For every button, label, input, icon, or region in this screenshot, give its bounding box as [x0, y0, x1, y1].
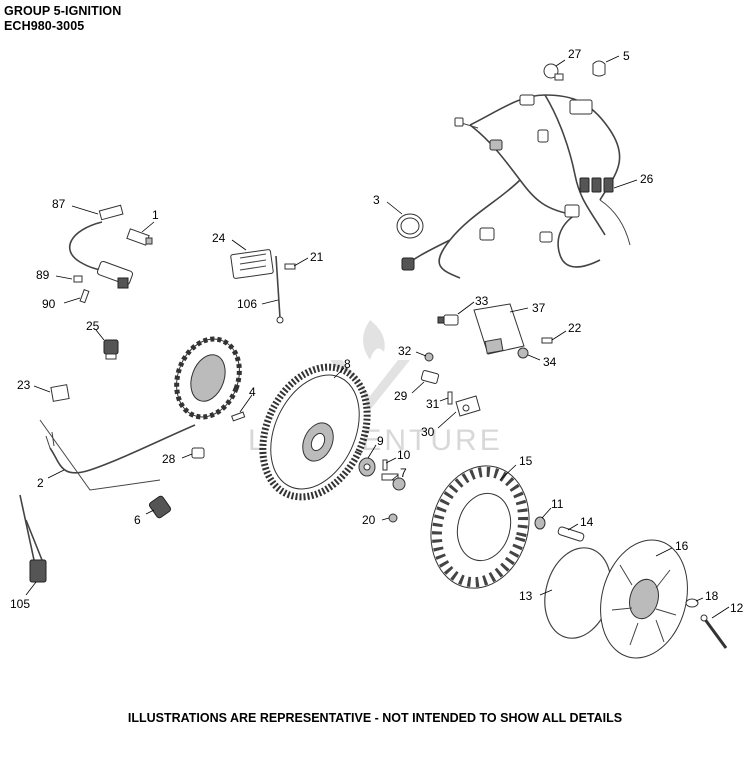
callout-34[interactable]: 34 — [543, 355, 557, 369]
callout-37[interactable]: 37 — [532, 301, 546, 315]
part-rectifier-regulator[interactable] — [230, 249, 274, 279]
part-spacer-11[interactable] — [534, 516, 546, 530]
part-cooling-fan[interactable] — [418, 455, 543, 600]
callout-11[interactable]: 11 — [551, 497, 564, 511]
callout-6[interactable]: 6 — [134, 513, 141, 527]
part-screw-4[interactable] — [231, 411, 246, 422]
part-spark-plug-boot[interactable] — [68, 204, 124, 276]
callout-20[interactable]: 20 — [362, 513, 376, 527]
part-sensor-33[interactable] — [437, 314, 459, 326]
part-screw-22[interactable] — [541, 337, 553, 344]
part-spring-6[interactable] — [148, 495, 172, 519]
callout-7[interactable]: 7 — [400, 466, 407, 480]
part-wiring-harness[interactable] — [401, 94, 631, 279]
callout-5[interactable]: 5 — [623, 49, 630, 63]
callout-12[interactable]: 12 — [730, 601, 744, 615]
part-pin-90[interactable] — [79, 289, 90, 304]
callout-9[interactable]: 9 — [377, 434, 384, 448]
part-screw-20[interactable] — [388, 513, 398, 523]
part-screw-89[interactable] — [73, 275, 83, 283]
callout-89[interactable]: 89 — [36, 268, 50, 282]
part-washer-9[interactable] — [358, 457, 376, 477]
callout-31[interactable]: 31 — [426, 397, 440, 411]
callout-25[interactable]: 25 — [86, 319, 100, 333]
part-screw-31[interactable] — [447, 391, 453, 405]
callout-1[interactable]: 1 — [152, 208, 159, 222]
part-ecu-module[interactable] — [473, 303, 525, 355]
part-bracket-30[interactable] — [455, 395, 481, 417]
leader-lines — [25, 55, 730, 619]
callout-87[interactable]: 87 — [52, 197, 66, 211]
part-sensor-29[interactable] — [420, 370, 440, 384]
callout-90[interactable]: 90 — [42, 297, 56, 311]
part-debris-screen[interactable] — [588, 530, 700, 668]
callout-8[interactable]: 8 — [344, 357, 351, 371]
part-ignition-coil[interactable] — [96, 260, 134, 289]
callout-24[interactable]: 24 — [212, 231, 226, 245]
disclaimer-footer: ILLUSTRATIONS ARE REPRESENTATIVE - NOT I… — [127, 711, 623, 725]
callout-28[interactable]: 28 — [162, 452, 176, 466]
part-spark-plug[interactable] — [126, 228, 153, 246]
callout-14[interactable]: 14 — [580, 515, 594, 529]
part-kill-lead-105[interactable] — [19, 494, 47, 583]
part-nut-34[interactable] — [517, 347, 529, 359]
part-washer-18[interactable] — [685, 598, 699, 608]
part-stator-wire-harness[interactable] — [39, 419, 196, 491]
part-stator[interactable] — [166, 330, 250, 426]
callout-10[interactable]: 10 — [397, 448, 411, 462]
callout-15[interactable]: 15 — [519, 454, 533, 468]
part-bolt-12[interactable] — [700, 614, 728, 649]
callout-2[interactable]: 2 — [37, 476, 44, 490]
part-pin-14[interactable] — [557, 526, 585, 542]
callout-23[interactable]: 23 — [17, 378, 31, 392]
diagram-group-title: GROUP 5-IGNITION — [4, 4, 122, 18]
part-label-23[interactable] — [50, 384, 70, 402]
part-nut-7[interactable] — [381, 473, 406, 491]
part-connector-25[interactable] — [103, 339, 119, 360]
part-sleeve-28[interactable] — [191, 447, 205, 459]
part-ground-lead-106[interactable] — [275, 255, 284, 324]
callout-22[interactable]: 22 — [568, 321, 582, 335]
callout-21[interactable]: 21 — [310, 250, 324, 264]
part-clamp[interactable] — [592, 60, 606, 77]
diagram-model-number: ECH980-3005 — [4, 19, 85, 33]
callout-4[interactable]: 4 — [249, 385, 256, 399]
part-screw-21[interactable] — [284, 263, 296, 270]
part-nut-32[interactable] — [424, 352, 434, 362]
callout-27[interactable]: 27 — [568, 47, 582, 61]
part-harness-clip[interactable] — [543, 63, 564, 81]
callout-labels: 27 5 26 3 87 1 24 21 89 90 106 33 37 25 … — [10, 47, 744, 615]
callout-3[interactable]: 3 — [373, 193, 380, 207]
callout-18[interactable]: 18 — [705, 589, 719, 603]
callout-106[interactable]: 106 — [237, 297, 257, 311]
part-boot[interactable] — [396, 213, 424, 239]
callout-30[interactable]: 30 — [421, 425, 435, 439]
callout-105[interactable]: 105 — [10, 597, 30, 611]
callout-16[interactable]: 16 — [675, 539, 689, 553]
callout-32[interactable]: 32 — [398, 344, 412, 358]
part-flywheel[interactable] — [243, 350, 387, 514]
callout-29[interactable]: 29 — [394, 389, 408, 403]
part-key-10[interactable] — [382, 459, 388, 471]
callout-33[interactable]: 33 — [475, 294, 489, 308]
callout-13[interactable]: 13 — [519, 589, 533, 603]
callout-26[interactable]: 26 — [640, 172, 654, 186]
